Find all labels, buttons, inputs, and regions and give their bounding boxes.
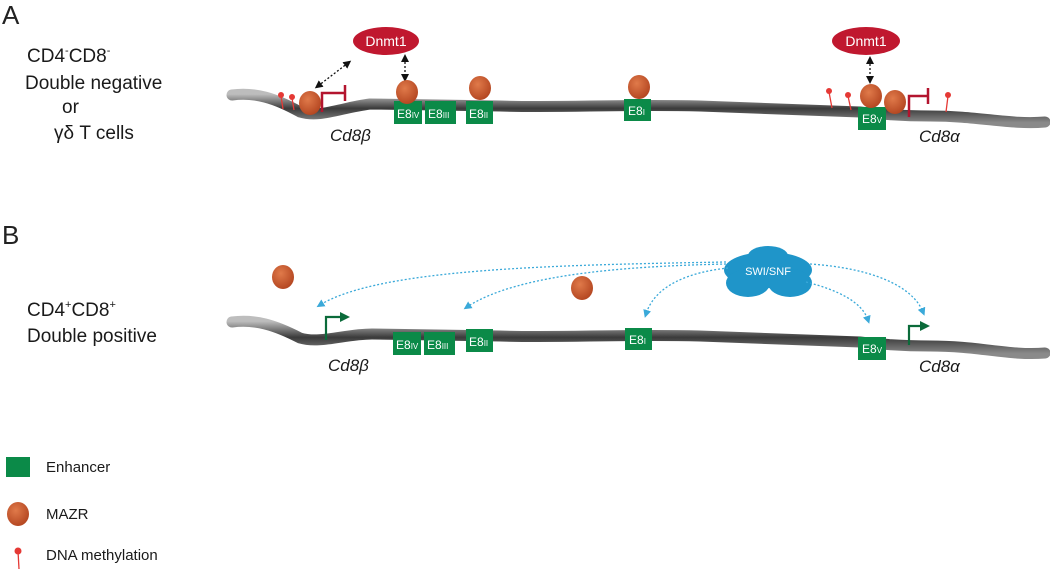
svg-text:E8II: E8II: [469, 107, 488, 121]
panel-b-gene-cd8a: Cd8α: [919, 357, 961, 376]
svg-text:E8I: E8I: [629, 333, 646, 347]
svg-text:E8III: E8III: [427, 338, 448, 352]
panel-a-dnmt1-interaction-beta: [314, 60, 352, 89]
panel-a-mazr-e8i: [628, 75, 650, 99]
legend-enhancer-label: Enhancer: [46, 459, 110, 476]
panel-a-cell-line3: or: [62, 97, 80, 118]
dnmt1-left-label: Dnmt1: [365, 33, 406, 49]
panel-b-dna-strand: [226, 315, 1050, 360]
panel-a-mazr-e8ii: [469, 76, 491, 100]
swi-snf-label: SWI/SNF: [745, 266, 791, 278]
svg-text:E8IV: E8IV: [397, 107, 420, 121]
panel-a-methylation-alpha-upstream: [826, 88, 852, 111]
panel-b-cell-line1: CD4+CD8+: [27, 299, 116, 321]
panel-a-enhancer-e8v: E8V: [858, 107, 886, 130]
panel-b-cell-line2: Double positive: [27, 326, 157, 347]
svg-text:E8IV: E8IV: [396, 338, 419, 352]
legend-methylation-swatch: [14, 547, 22, 570]
panel-a-cell-line2: Double negative: [25, 73, 162, 94]
panel-a-dnmt1-right: Dnmt1: [832, 27, 900, 55]
panel-a-enhancer-e8iv: E8IV: [394, 101, 422, 124]
panel-a-cell-line1: CD4-CD8-: [27, 45, 111, 67]
panel-a: A CD4-CD8- Double negative or γδ T cells…: [2, 0, 1050, 146]
panel-b: B CD4+CD8+ Double positive E8IV E8III E8…: [2, 220, 1050, 376]
panel-b-mazr-free-2: [571, 276, 593, 300]
panel-b-enhancer-e8i: E8I: [625, 328, 652, 350]
svg-text:E8I: E8I: [628, 104, 645, 118]
panel-b-recruitment-arrows: [316, 261, 926, 324]
panel-a-methylation-beta: [278, 92, 295, 111]
panel-b-enhancer-e8iii: E8III: [424, 332, 455, 355]
arrow-to-cd8a: [809, 263, 926, 316]
panel-a-cell-type: CD4-CD8- Double negative or γδ T cells: [25, 45, 162, 144]
svg-text:E8III: E8III: [428, 107, 449, 121]
panel-a-label: A: [2, 0, 20, 30]
panel-a-dnmt1-left: Dnmt1: [353, 27, 419, 55]
panel-b-gene-cd8b: Cd8β: [328, 356, 369, 375]
panel-a-cell-line4: γδ T cells: [54, 123, 134, 144]
panel-a-mazr-e8v: [860, 84, 882, 108]
panel-a-methylation-alpha-downstream: [945, 92, 951, 113]
arrow-to-e8i: [643, 267, 729, 318]
panel-b-enhancer-e8ii: E8II: [466, 329, 493, 352]
legend-methylation-label: DNA methylation: [46, 547, 158, 564]
panel-b-active-promoter-beta: [324, 312, 350, 340]
panel-b-enhancer-e8iv: E8IV: [393, 332, 421, 355]
legend-mazr-label: MAZR: [46, 506, 89, 523]
panel-a-mazr-e8iv: [396, 80, 418, 104]
panel-a-gene-cd8b: Cd8β: [330, 126, 371, 145]
panel-a-enhancer-e8iii: E8III: [425, 101, 456, 124]
svg-text:E8V: E8V: [862, 342, 883, 356]
panel-b-swi-snf-complex: SWI/SNF: [724, 246, 812, 297]
panel-a-enhancer-e8ii: E8II: [466, 101, 493, 124]
legend-mazr-swatch: [7, 502, 29, 526]
panel-b-enhancer-e8v: E8V: [858, 337, 886, 360]
svg-text:E8V: E8V: [862, 112, 883, 126]
panel-a-gene-cd8a: Cd8α: [919, 127, 961, 146]
legend-enhancer-swatch: [6, 457, 30, 477]
panel-b-label: B: [2, 220, 19, 250]
panel-a-mazr-alpha: [884, 90, 906, 114]
dnmt1-right-label: Dnmt1: [845, 33, 886, 49]
panel-a-mazr-beta: [299, 91, 321, 115]
panel-b-mazr-free-1: [272, 265, 294, 289]
arrow-to-e8v: [805, 281, 871, 324]
arrow-to-cd8b: [316, 261, 727, 308]
panel-a-repression-alpha: [907, 88, 930, 117]
panel-b-active-promoter-alpha: [907, 321, 930, 345]
panel-b-cell-type: CD4+CD8+ Double positive: [27, 299, 157, 347]
legend: Enhancer MAZR DNA methylation: [6, 457, 158, 570]
panel-a-enhancer-e8i: E8I: [624, 99, 651, 121]
arrow-to-e8ii: [463, 263, 727, 310]
svg-text:E8II: E8II: [469, 335, 488, 349]
